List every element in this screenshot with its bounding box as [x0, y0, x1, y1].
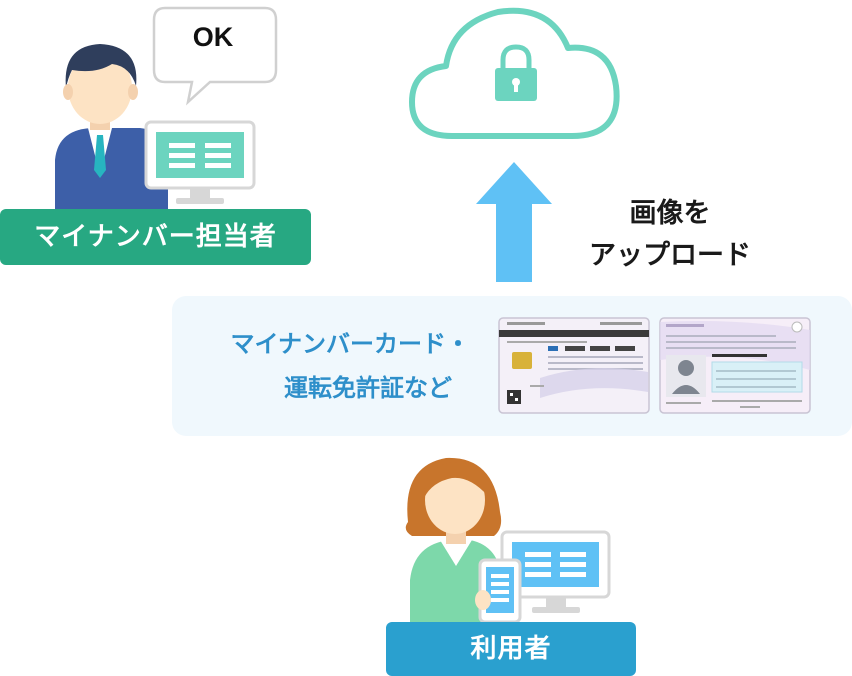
speech-bubble-icon — [152, 6, 278, 106]
upload-arrow-icon — [476, 162, 552, 282]
id-card-icon — [659, 317, 811, 414]
hand-icon — [475, 590, 491, 610]
user-monitor-icon — [500, 530, 611, 613]
admin-monitor-icon — [144, 120, 256, 204]
lock-icon — [495, 44, 537, 101]
upload-caption: 画像を アップロード — [560, 193, 780, 277]
user-role-label: 利用者 — [386, 622, 636, 676]
id-card-icon — [498, 317, 650, 414]
documents-caption-line2: 運転免許証など — [284, 374, 452, 402]
admin-person-icon — [55, 44, 168, 210]
admin-role-label: マイナンバー担当者 — [0, 209, 311, 265]
user-person-icon — [405, 457, 502, 622]
upload-caption-line1: 画像を — [629, 198, 711, 229]
documents-caption: マイナンバーカード・ 運転免許証など — [180, 322, 470, 410]
upload-caption-line2: アップロード — [589, 240, 751, 271]
speech-bubble-text: OK — [192, 22, 234, 52]
documents-caption-line1: マイナンバーカード・ — [230, 330, 470, 358]
